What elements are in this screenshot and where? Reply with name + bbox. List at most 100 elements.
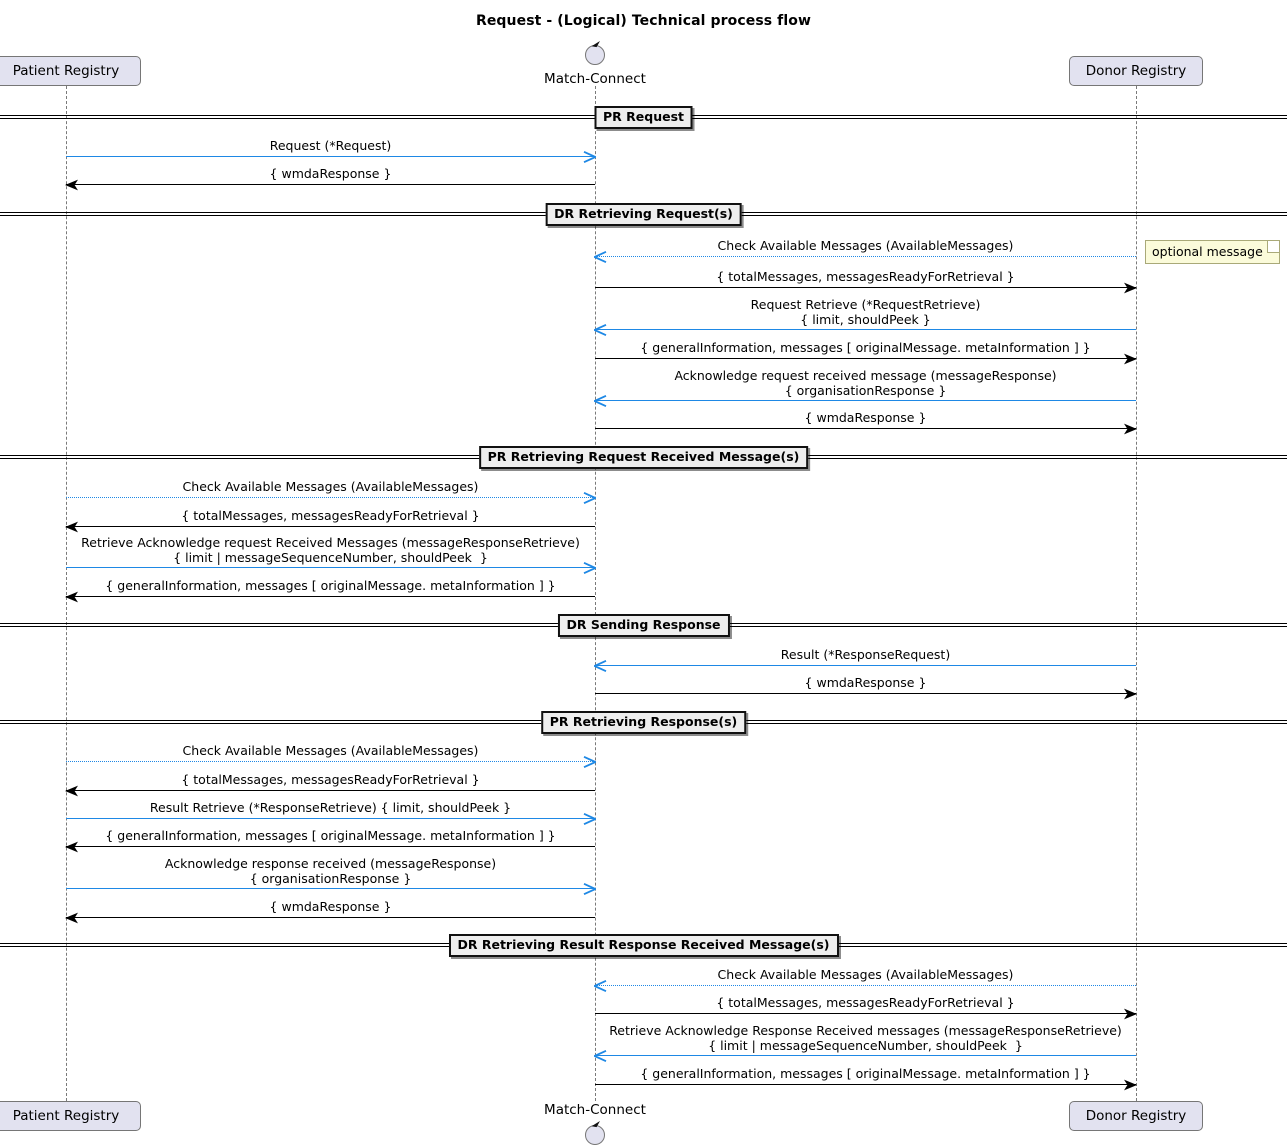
message-line — [66, 818, 595, 819]
message-10: { totalMessages, messagesReadyForRetriev… — [65, 508, 595, 533]
participant-label: Match-Connect — [544, 71, 646, 87]
group-divider-pr-retrieving-request-received-message-s: PR Retrieving Request Received Message(s… — [0, 446, 1287, 469]
message-4: { totalMessages, messagesReadyForRetriev… — [595, 269, 1137, 294]
message-18: { generalInformation, messages [ origina… — [65, 828, 595, 853]
message-line — [595, 329, 1136, 330]
message-6: { generalInformation, messages [ origina… — [595, 340, 1137, 365]
message-20: { wmdaResponse } — [65, 899, 595, 924]
lifeline-patient-registry — [66, 86, 67, 1101]
message-label: Check Available Messages (AvailableMessa… — [182, 743, 479, 758]
message-line — [595, 358, 1136, 359]
arrowhead-right — [583, 561, 596, 575]
group-divider-dr-retrieving-request-s: DR Retrieving Request(s) — [0, 203, 1287, 226]
message-1: Request (*Request) — [66, 138, 596, 164]
arrowhead-right — [583, 812, 596, 826]
arrowhead-right — [1124, 687, 1137, 701]
control-icon — [582, 40, 608, 66]
message-line — [66, 596, 595, 597]
message-line — [66, 917, 595, 918]
message-label: Check Available Messages (AvailableMessa… — [717, 967, 1014, 982]
message-label: Check Available Messages (AvailableMessa… — [182, 479, 479, 494]
message-label: Retrieve Acknowledge request Received Me… — [81, 535, 580, 565]
note-fold-corner — [1266, 241, 1279, 253]
arrowhead-right — [1124, 352, 1137, 366]
message-line — [595, 665, 1136, 666]
message-label: { wmdaResponse } — [804, 675, 927, 690]
arrowhead-left — [65, 784, 78, 798]
message-line — [66, 526, 595, 527]
message-19: Acknowledge response received (messageRe… — [66, 856, 596, 896]
message-22: { totalMessages, messagesReadyForRetriev… — [595, 995, 1137, 1020]
group-divider-dr-retrieving-result-response-received-message-s: DR Retrieving Result Response Received M… — [0, 934, 1287, 957]
participant-label: Match-Connect — [544, 1102, 646, 1118]
page-title: Request - (Logical) Technical process fl… — [475, 13, 812, 29]
message-label: Acknowledge request received message (me… — [674, 368, 1057, 398]
message-line — [595, 1013, 1136, 1014]
arrowhead-right — [583, 755, 596, 769]
arrowhead-left — [594, 1049, 607, 1063]
message-line — [595, 1055, 1136, 1056]
message-label: { wmdaResponse } — [269, 899, 392, 914]
message-7: Acknowledge request received message (me… — [594, 368, 1136, 408]
message-line — [66, 761, 595, 762]
message-17: Result Retrieve (*ResponseRetrieve) { li… — [66, 800, 596, 826]
participant-donor-registry-header[interactable]: Donor Registry — [1069, 56, 1203, 86]
control-icon — [582, 1120, 608, 1146]
message-16: { totalMessages, messagesReadyForRetriev… — [65, 772, 595, 797]
arrowhead-right — [583, 491, 596, 505]
arrowhead-left — [65, 520, 78, 534]
message-label: { totalMessages, messagesReadyForRetriev… — [181, 508, 480, 523]
message-24: { generalInformation, messages [ origina… — [595, 1066, 1137, 1091]
message-line — [595, 400, 1136, 401]
message-label: Result Retrieve (*ResponseRetrieve) { li… — [149, 800, 512, 815]
arrowhead-right — [1124, 281, 1137, 295]
arrowhead-left — [594, 250, 607, 264]
message-label: { wmdaResponse } — [804, 410, 927, 425]
participant-donor-registry-footer[interactable]: Donor Registry — [1069, 1101, 1203, 1131]
message-8: { wmdaResponse } — [595, 410, 1137, 435]
message-label: { generalInformation, messages [ origina… — [640, 1066, 1091, 1081]
message-label: { totalMessages, messagesReadyForRetriev… — [716, 995, 1015, 1010]
arrowhead-left — [65, 911, 78, 925]
group-divider-pr-request: PR Request — [0, 106, 1287, 129]
message-line — [595, 287, 1136, 288]
group-label: PR Request — [594, 106, 693, 129]
message-line — [595, 693, 1136, 694]
message-label: { generalInformation, messages [ origina… — [105, 578, 556, 593]
note-optional-message: optional message — [1145, 240, 1280, 264]
message-line — [66, 497, 595, 498]
arrowhead-right — [583, 150, 596, 164]
message-label: Check Available Messages (AvailableMessa… — [717, 238, 1014, 253]
message-5: Request Retrieve (*RequestRetrieve) { li… — [594, 297, 1136, 337]
message-14: { wmdaResponse } — [595, 675, 1137, 700]
message-label: Result (*ResponseRequest) — [780, 647, 951, 662]
participant-patient-registry-footer[interactable]: Patient Registry — [0, 1101, 141, 1131]
arrowhead-right — [583, 882, 596, 896]
message-15: Check Available Messages (AvailableMessa… — [66, 743, 596, 769]
message-label: { generalInformation, messages [ origina… — [105, 828, 556, 843]
message-21: Check Available Messages (AvailableMessa… — [594, 967, 1136, 993]
message-label: Request Retrieve (*RequestRetrieve) { li… — [750, 297, 981, 327]
arrowhead-left — [65, 590, 78, 604]
note-text: optional message — [1152, 244, 1263, 259]
group-label: DR Sending Response — [557, 614, 730, 637]
group-divider-pr-retrieving-response-s: PR Retrieving Response(s) — [0, 711, 1287, 734]
participant-patient-registry-header[interactable]: Patient Registry — [0, 56, 141, 86]
message-line — [595, 256, 1136, 257]
message-23: Retrieve Acknowledge Response Received m… — [594, 1023, 1136, 1063]
group-divider-dr-sending-response: DR Sending Response — [0, 614, 1287, 637]
message-11: Retrieve Acknowledge request Received Me… — [66, 535, 596, 575]
message-line — [66, 567, 595, 568]
arrowhead-left — [594, 979, 607, 993]
group-label: DR Retrieving Result Response Received M… — [448, 934, 839, 957]
message-12: { generalInformation, messages [ origina… — [65, 578, 595, 603]
message-label: { generalInformation, messages [ origina… — [640, 340, 1091, 355]
message-9: Check Available Messages (AvailableMessa… — [66, 479, 596, 505]
arrowhead-right — [1124, 1007, 1137, 1021]
lifeline-match-connect — [595, 86, 596, 1101]
message-label: { wmdaResponse } — [269, 166, 392, 181]
arrowhead-right — [1124, 1078, 1137, 1092]
arrowhead-right — [1124, 422, 1137, 436]
message-label: Request (*Request) — [269, 138, 392, 153]
